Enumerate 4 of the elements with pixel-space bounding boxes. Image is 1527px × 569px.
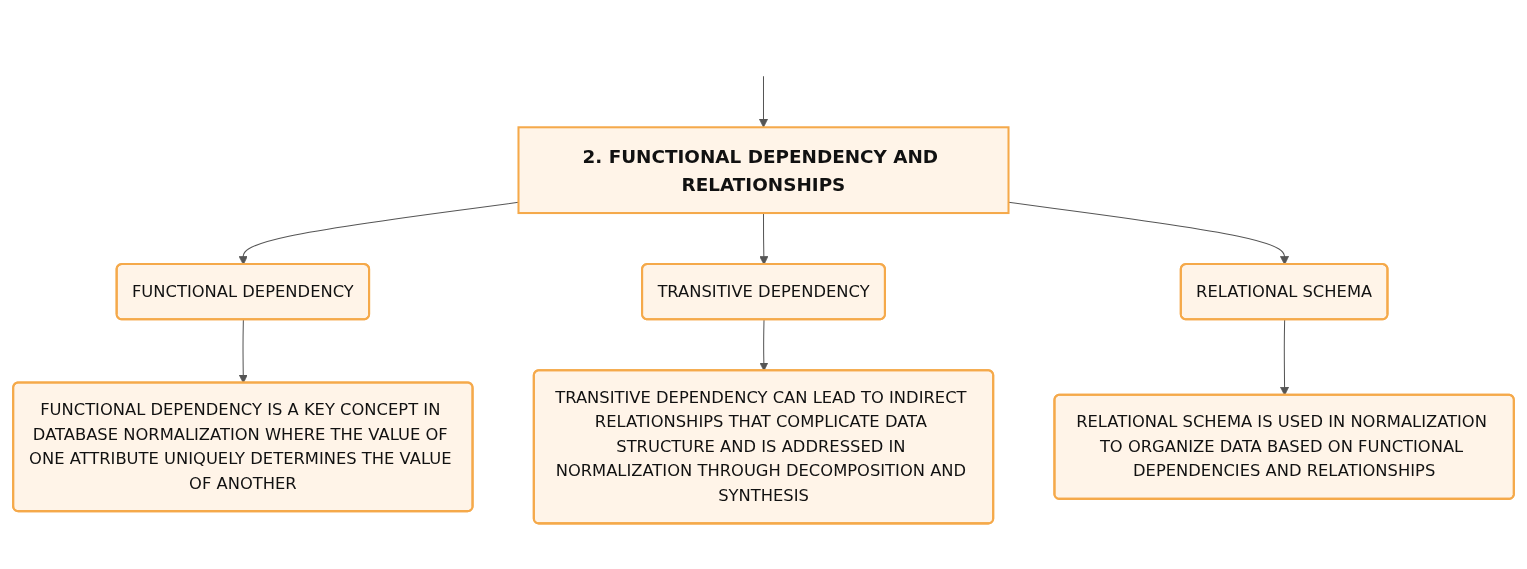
node-box: 2. FUNCTIONAL DEPENDENCY AND RELATIONSHIPS <box>517 126 1010 215</box>
arrow <box>759 75 768 128</box>
arrow <box>238 201 519 265</box>
arrow <box>1008 201 1289 265</box>
